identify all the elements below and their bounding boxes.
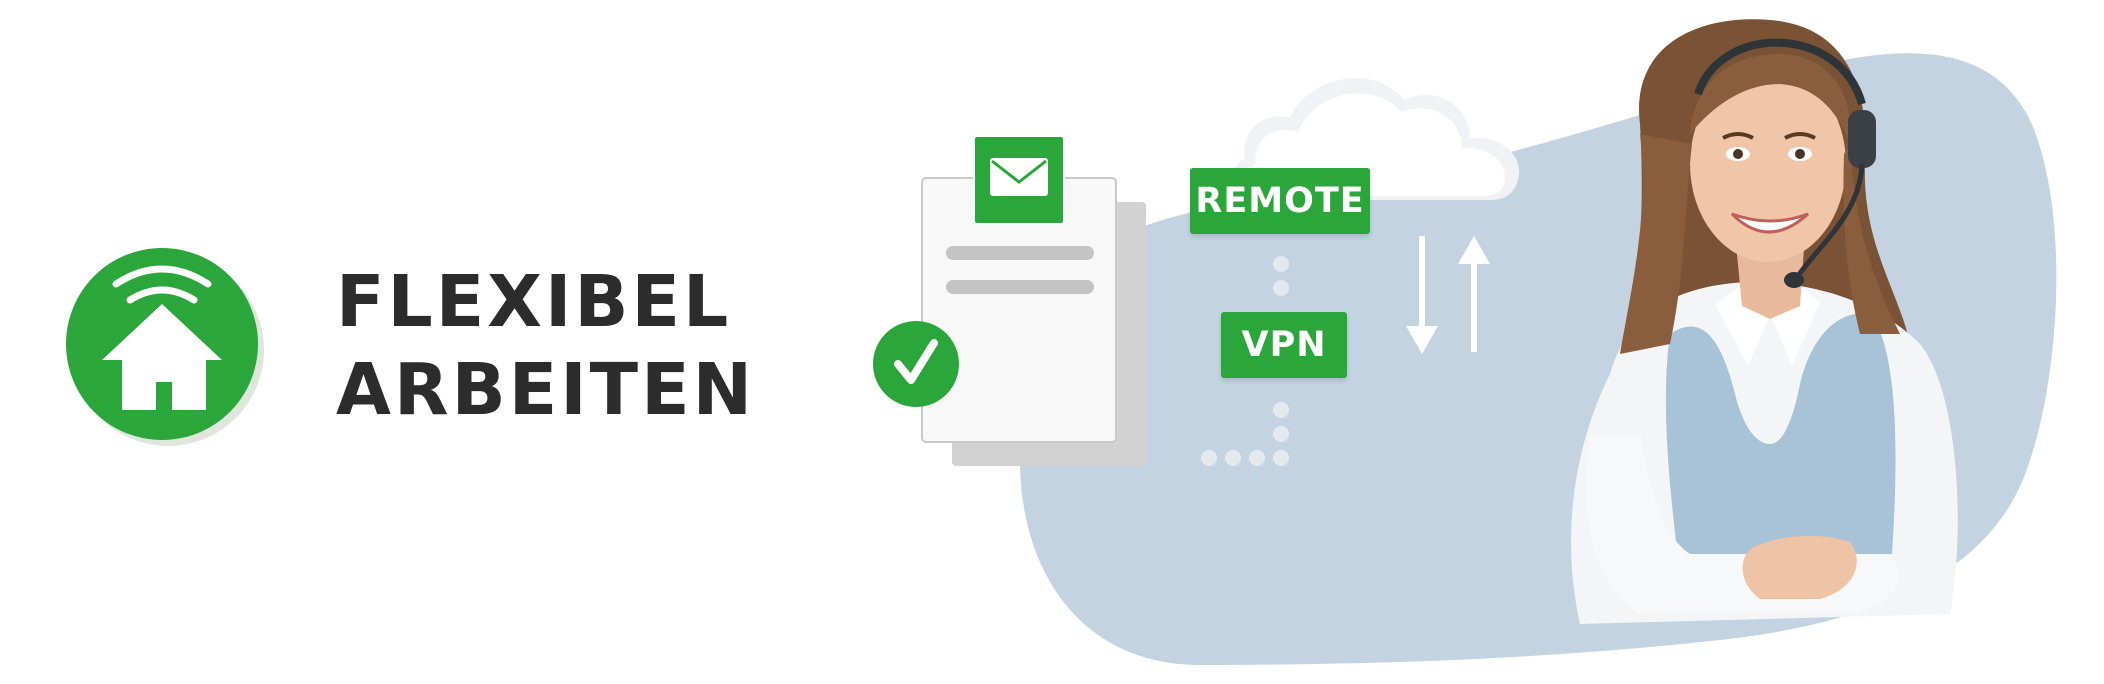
envelope-icon	[973, 135, 1065, 225]
home-wifi-icon	[66, 248, 264, 446]
connection-dots	[1201, 256, 1289, 466]
support-agent-illustration	[1571, 19, 1958, 624]
headline: FLEXIBEL ARBEITEN	[336, 258, 755, 434]
checkmark-icon	[873, 321, 959, 407]
transfer-arrows-icon	[1406, 236, 1490, 354]
headline-line-1: FLEXIBEL	[336, 260, 732, 343]
headline-line-2: ARBEITEN	[336, 348, 756, 431]
vpn-label: VPN	[1221, 312, 1347, 378]
remote-label: REMOTE	[1190, 168, 1370, 234]
